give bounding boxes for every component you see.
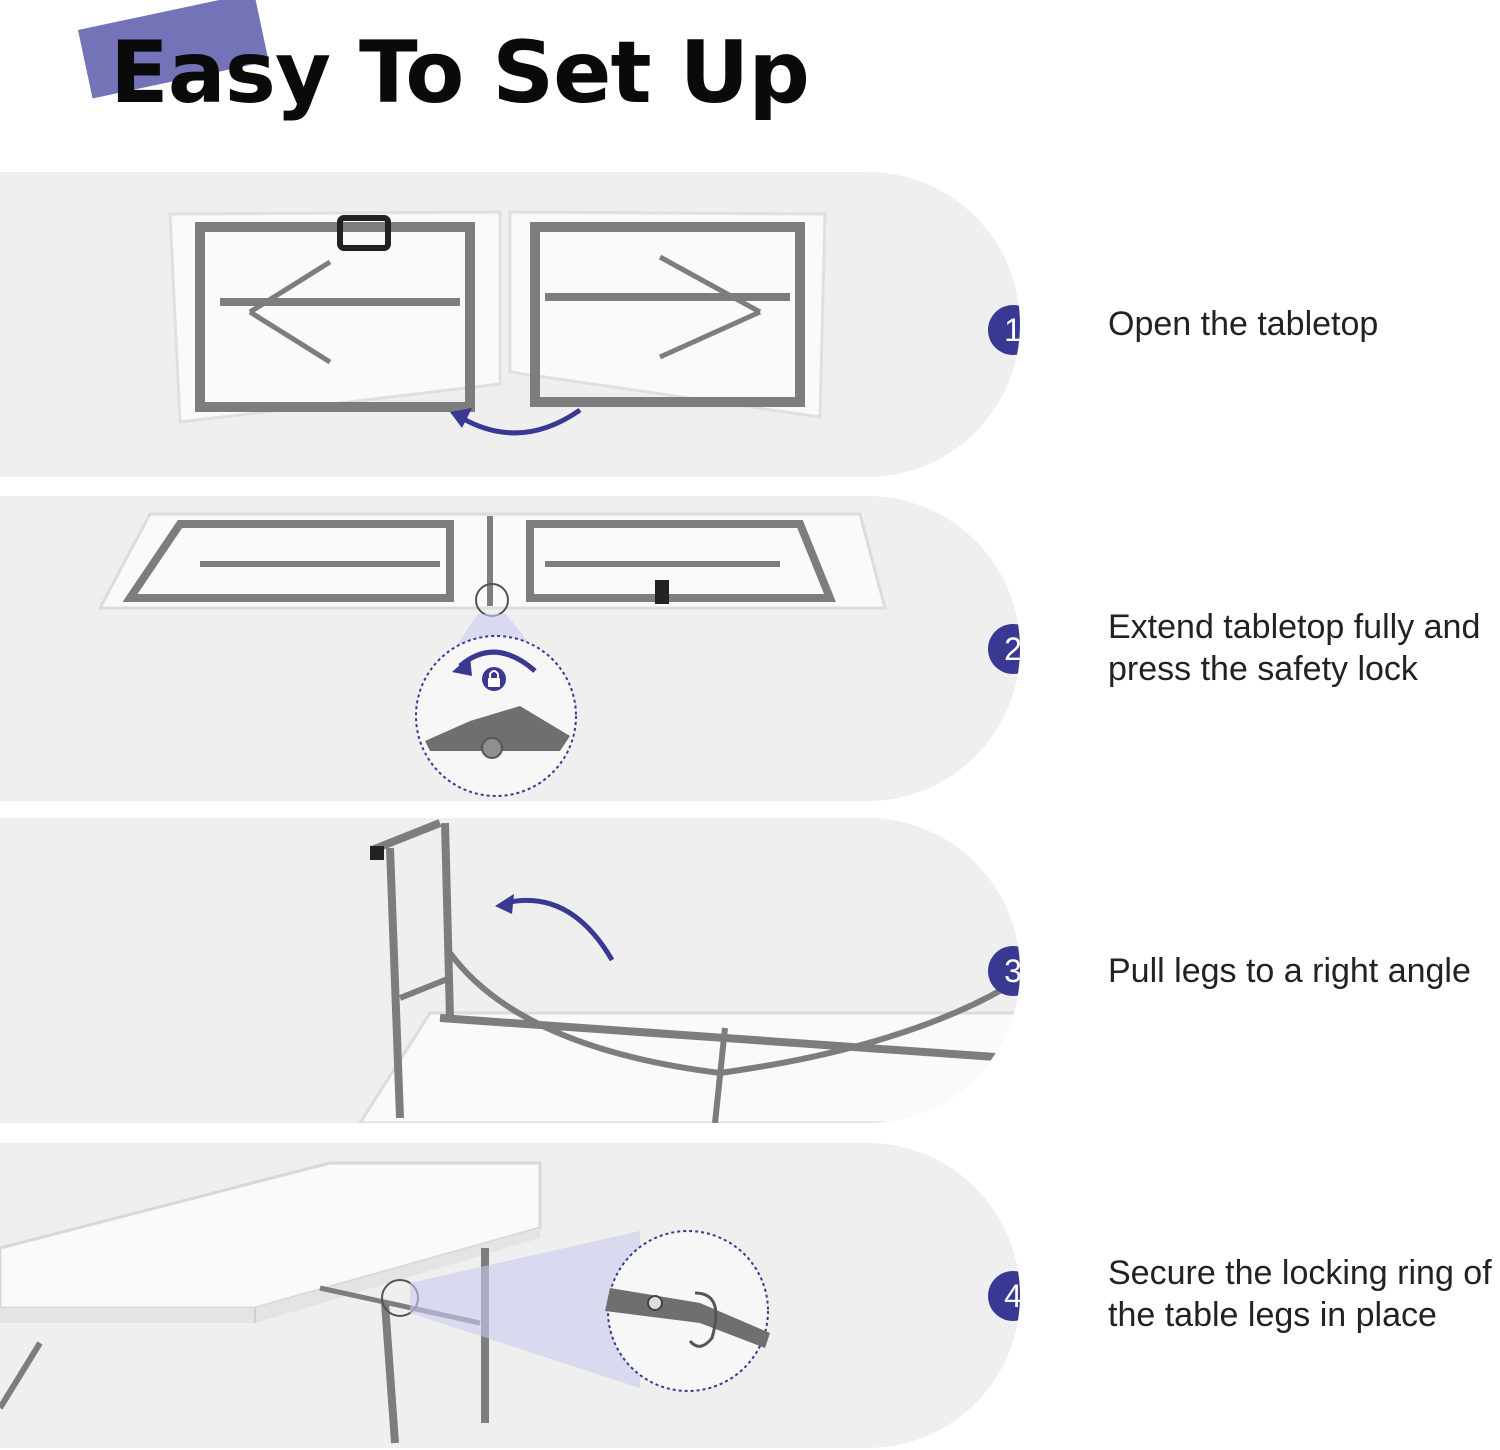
zoom-beam: [410, 1231, 640, 1388]
lock-icon: [482, 667, 506, 691]
step-3-illustration: [358, 819, 1020, 1123]
page-title: Easy To Set Up: [110, 23, 810, 123]
step-3-panel: 3: [0, 818, 1020, 1123]
extended-table: [97, 512, 887, 610]
step-1-illustration: [168, 210, 827, 436]
step-1-text: Open the tabletop: [1108, 305, 1379, 343]
zoom-detail-circle: [605, 1230, 770, 1392]
step-2-panel: 2: [0, 496, 1020, 801]
step-4-text: Secure the locking ring of the table leg…: [1108, 1254, 1492, 1334]
folded-table-left-half: [168, 210, 502, 424]
step-1-panel: 1: [0, 172, 1020, 477]
table-with-raised-legs: [358, 819, 1020, 1123]
curved-arrow-icon: [450, 407, 582, 436]
step-3-text: Pull legs to a right angle: [1108, 952, 1471, 990]
curved-arrow-icon: [495, 894, 615, 962]
step-2-text: Extend tabletop fully and press the safe…: [1108, 608, 1481, 688]
step-4-illustration: [0, 1161, 770, 1444]
step-2-illustration: [97, 512, 887, 797]
folded-table-right-half: [508, 210, 827, 419]
zoom-detail-circle: [415, 635, 577, 797]
header: Easy To Set Up: [70, 0, 810, 130]
step-4-panel: 4: [0, 1143, 1020, 1448]
